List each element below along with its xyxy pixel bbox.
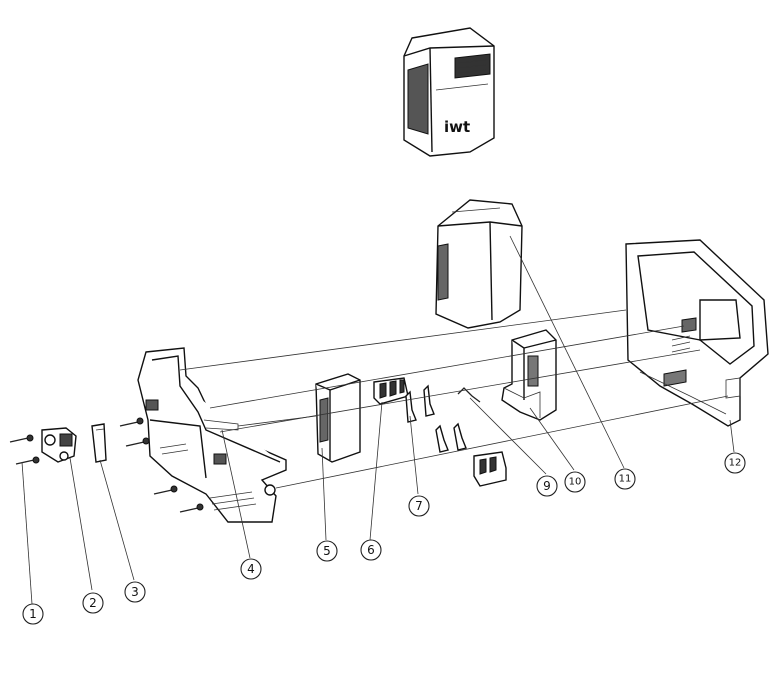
- part-3-clip: [91, 423, 107, 463]
- callout-5-label: 5: [323, 544, 331, 558]
- callout-2: 2: [82, 592, 104, 614]
- callout-10: 10: [564, 471, 586, 493]
- part-7-contacts: [405, 384, 467, 453]
- callout-6-label: 6: [367, 543, 375, 557]
- battery-pack-top: iwt: [403, 27, 495, 157]
- part-4-left-housing: [137, 347, 287, 523]
- part-1-screws: [9, 417, 204, 513]
- part-5-latch-bracket: [315, 373, 361, 463]
- callout-1-label: 1: [29, 607, 37, 621]
- callout-7: 7: [408, 495, 430, 517]
- part-9-spring: [457, 387, 481, 403]
- part-10-latch-housing: [501, 329, 557, 421]
- callout-2-label: 2: [89, 596, 97, 610]
- leader-lines: [21, 235, 735, 605]
- callout-12: 12: [724, 452, 746, 474]
- callout-11: 11: [614, 468, 636, 490]
- part-6-terminal-block: [373, 377, 409, 405]
- callout-6: 6: [360, 539, 382, 561]
- battery-logo-text: iwt: [444, 118, 470, 136]
- part-12-right-housing: [625, 239, 769, 427]
- callout-4-label: 4: [247, 562, 255, 576]
- callout-1: 1: [22, 603, 44, 625]
- callout-7-label: 7: [415, 499, 423, 513]
- part-11-battery-shell: [435, 199, 523, 329]
- callout-4: 4: [240, 558, 262, 580]
- part-8-terminal-block: [473, 451, 507, 487]
- part-2-switch: [41, 427, 77, 463]
- callout-3-label: 3: [131, 585, 139, 599]
- callout-10-label: 10: [569, 477, 582, 488]
- callout-12-label: 12: [729, 458, 742, 469]
- callout-9: 9: [536, 475, 558, 497]
- callout-3: 3: [124, 581, 146, 603]
- callout-9-label: 9: [543, 479, 551, 493]
- callout-5: 5: [316, 540, 338, 562]
- callout-11-label: 11: [619, 474, 632, 485]
